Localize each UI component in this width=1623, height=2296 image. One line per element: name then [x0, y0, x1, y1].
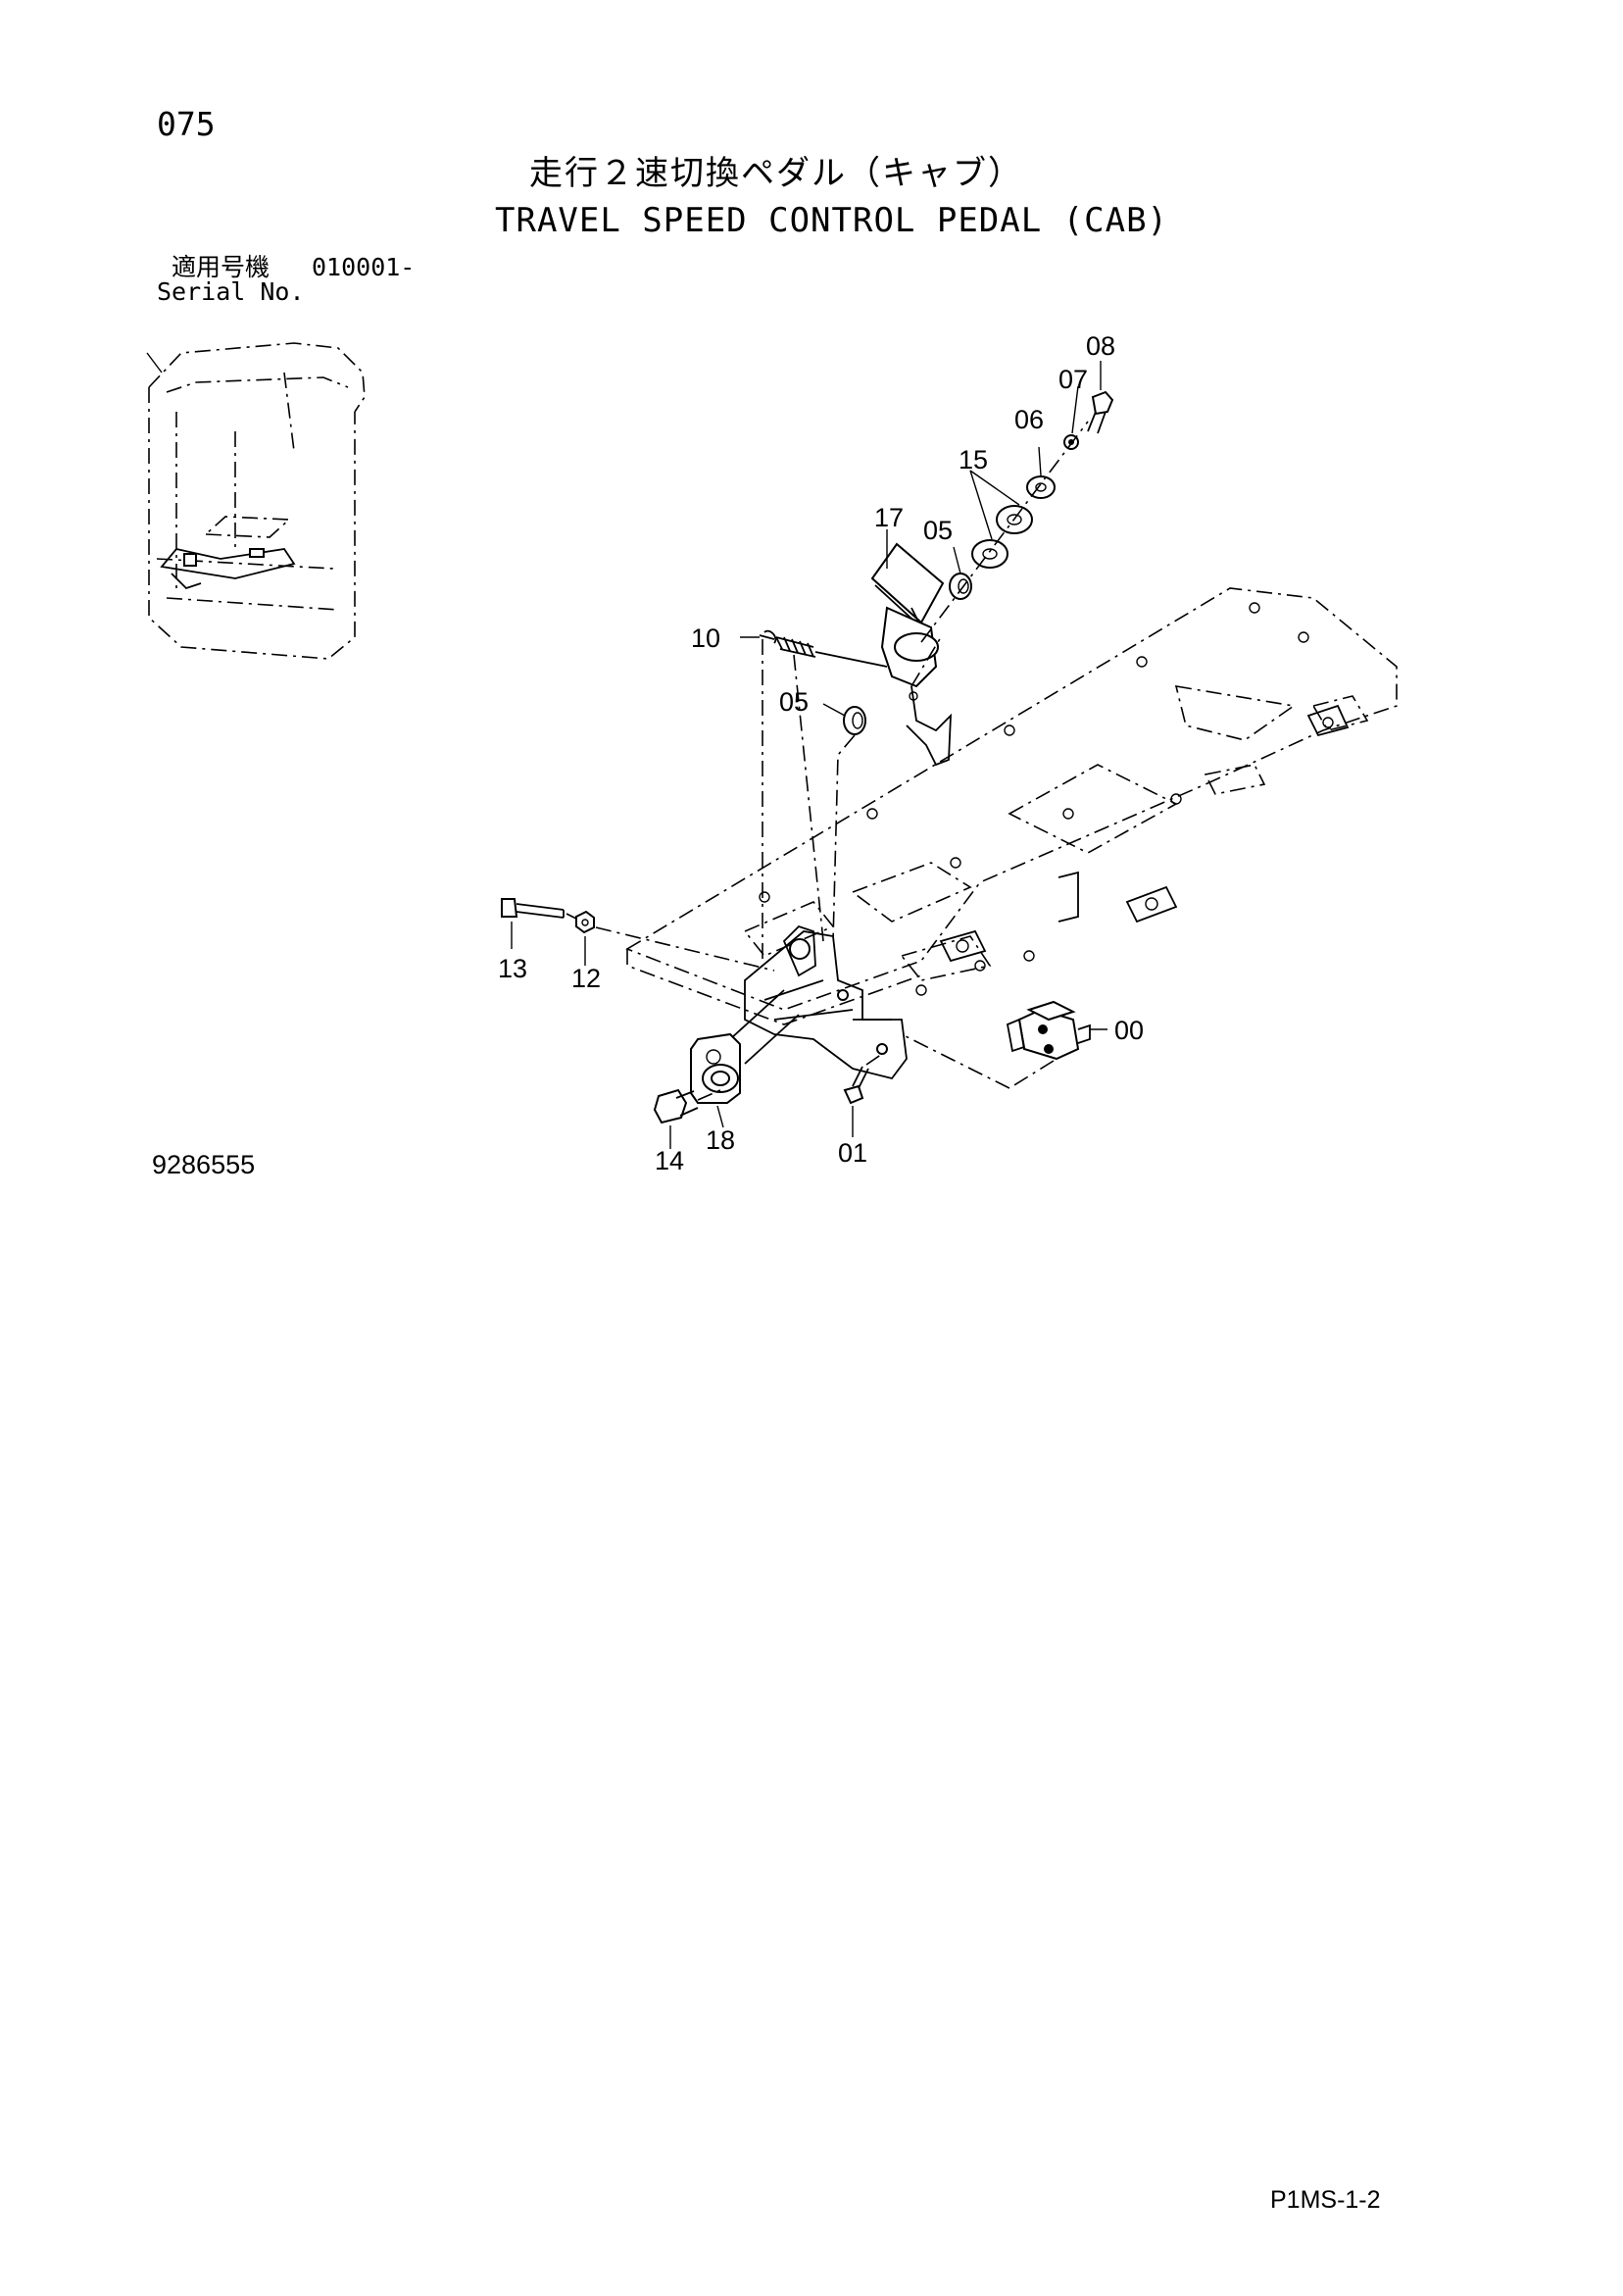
serial-label-english: Serial No.	[157, 277, 305, 306]
part-08-bolt	[1087, 390, 1114, 434]
part-01-bolt	[843, 1053, 883, 1105]
part-18-bracket	[690, 1032, 741, 1104]
part-14-bolt	[653, 1088, 721, 1124]
callout-15: 15	[959, 445, 988, 474]
part-17-pedal	[870, 542, 953, 767]
callout-01: 01	[838, 1138, 867, 1168]
part-05-bushing-lower	[843, 706, 866, 735]
callout-06: 06	[1014, 405, 1044, 434]
callout-13: 13	[498, 954, 527, 983]
callout-18: 18	[706, 1125, 735, 1155]
callout-14: 14	[655, 1146, 684, 1175]
callout-17: 17	[874, 503, 904, 532]
callout-08: 08	[1086, 331, 1115, 361]
drawing-number: 9286555	[152, 1150, 256, 1179]
callout-07: 07	[1058, 365, 1088, 394]
serial-value: 010001-	[312, 253, 416, 281]
callout-05-top: 05	[923, 516, 953, 545]
pedal-bracket-assembly	[729, 924, 908, 1080]
page-code: P1MS-1-2	[1270, 2186, 1381, 2214]
page-number: 075	[157, 105, 216, 143]
cab-location-thumbnail	[146, 342, 366, 660]
part-06-washer	[1026, 475, 1056, 499]
title-english: TRAVEL SPEED CONTROL PEDAL (CAB)	[495, 201, 1169, 240]
serial-label-japanese: 適用号機	[172, 253, 270, 281]
part-13-bolt	[501, 898, 565, 919]
part-12-nut	[575, 910, 595, 934]
callout-10: 10	[691, 624, 720, 653]
part-10-spring	[759, 629, 888, 668]
leader-lines	[511, 361, 1107, 1149]
title-japanese: 走行２速切換ペダル（キャブ）	[529, 154, 1023, 193]
callout-12: 12	[571, 964, 601, 993]
callout-05-mid: 05	[779, 687, 809, 717]
callout-00: 00	[1114, 1016, 1144, 1045]
cab-floor-frame	[625, 587, 1398, 1025]
part-15-washer-a	[971, 539, 1008, 569]
part-00-switch	[901, 1000, 1091, 1089]
part-05-bushing-upper	[949, 573, 972, 600]
